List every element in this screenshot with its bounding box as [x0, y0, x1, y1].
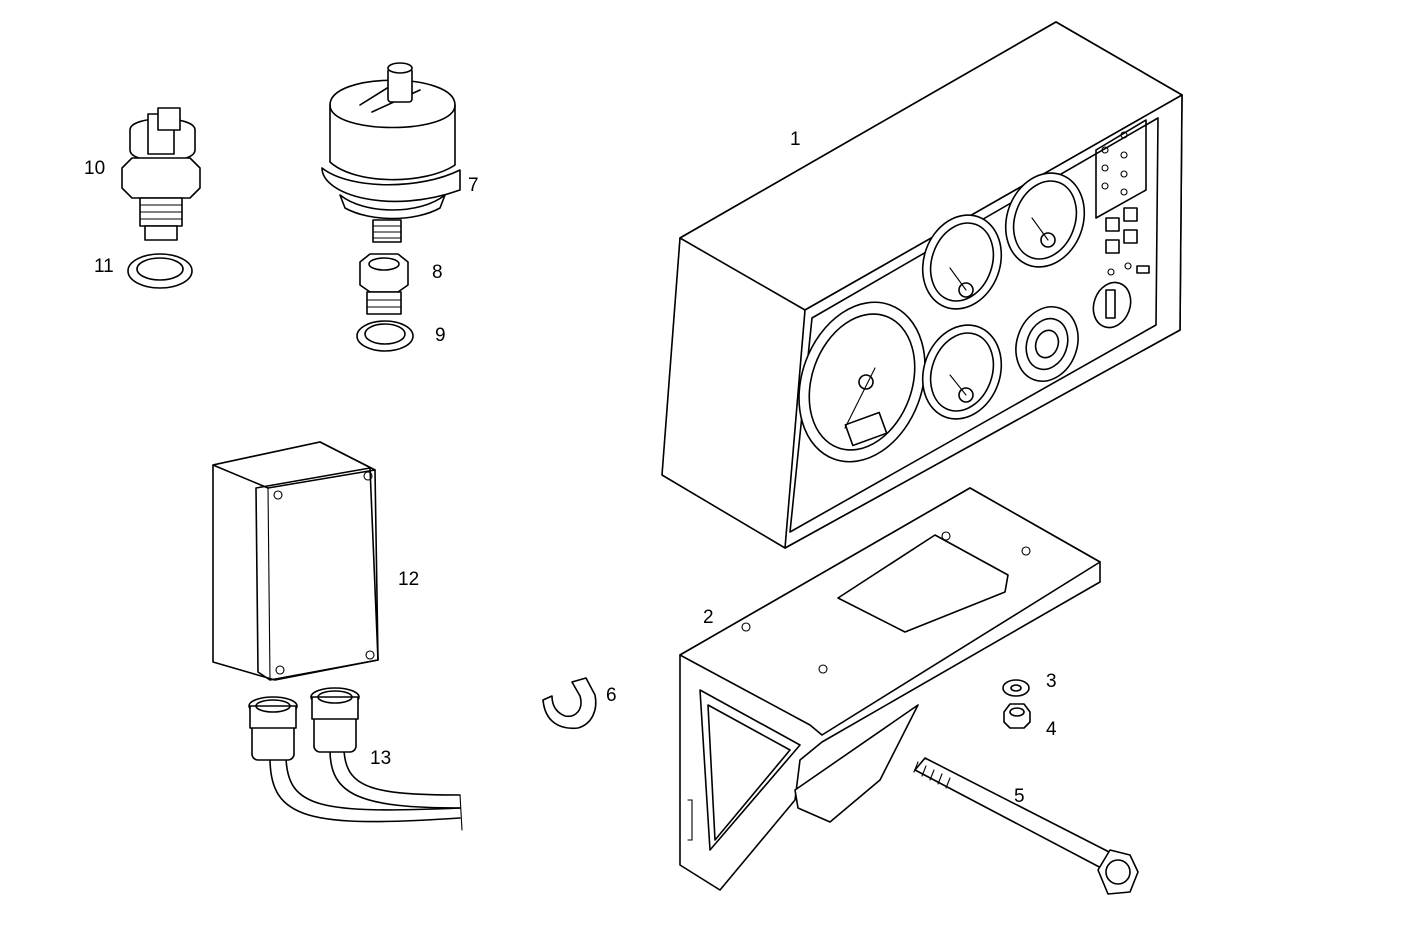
- callout-labels: 1 2 3 4 5 6 7 8 9 10 11 12 13: [84, 129, 1057, 807]
- callout-11: 11: [94, 256, 114, 277]
- callout-2: 2: [703, 607, 714, 628]
- callout-10: 10: [84, 158, 105, 179]
- part-bolt: [913, 757, 1139, 895]
- part-instrument-panel: [661, 21, 1183, 549]
- warning-lights: [1095, 119, 1150, 276]
- callout-4: 4: [1046, 719, 1057, 740]
- gauge-small-2: [1004, 172, 1086, 268]
- part-hex-nut: [1003, 703, 1031, 729]
- callout-1: 1: [790, 129, 801, 150]
- callout-6: 6: [606, 685, 617, 706]
- callout-5: 5: [1014, 786, 1025, 807]
- callout-7: 7: [468, 175, 479, 196]
- part-control-box: [212, 441, 379, 681]
- callout-9: 9: [435, 325, 446, 346]
- part-sealing-ring-11: [127, 253, 193, 289]
- tachometer-gauge: [798, 301, 926, 463]
- part-clip: [542, 677, 597, 730]
- part-wiring-harness: [248, 687, 463, 831]
- callout-12: 12: [398, 569, 419, 590]
- callout-13: 13: [370, 748, 391, 769]
- gauge-small-1: [921, 214, 1003, 310]
- buzzer-speaker: [1015, 306, 1079, 382]
- callout-3: 3: [1046, 671, 1057, 692]
- part-pressure-sender: [321, 62, 461, 243]
- part-washer-small: [1002, 679, 1030, 697]
- part-mounting-bracket: [679, 487, 1101, 891]
- callout-8: 8: [432, 262, 443, 283]
- gauge-small-3: [921, 324, 1003, 420]
- part-adapter-fitting: [359, 253, 409, 315]
- ignition-key-switch: [1092, 281, 1132, 329]
- part-sealing-ring-9: [356, 320, 414, 352]
- part-temperature-switch: [121, 107, 201, 241]
